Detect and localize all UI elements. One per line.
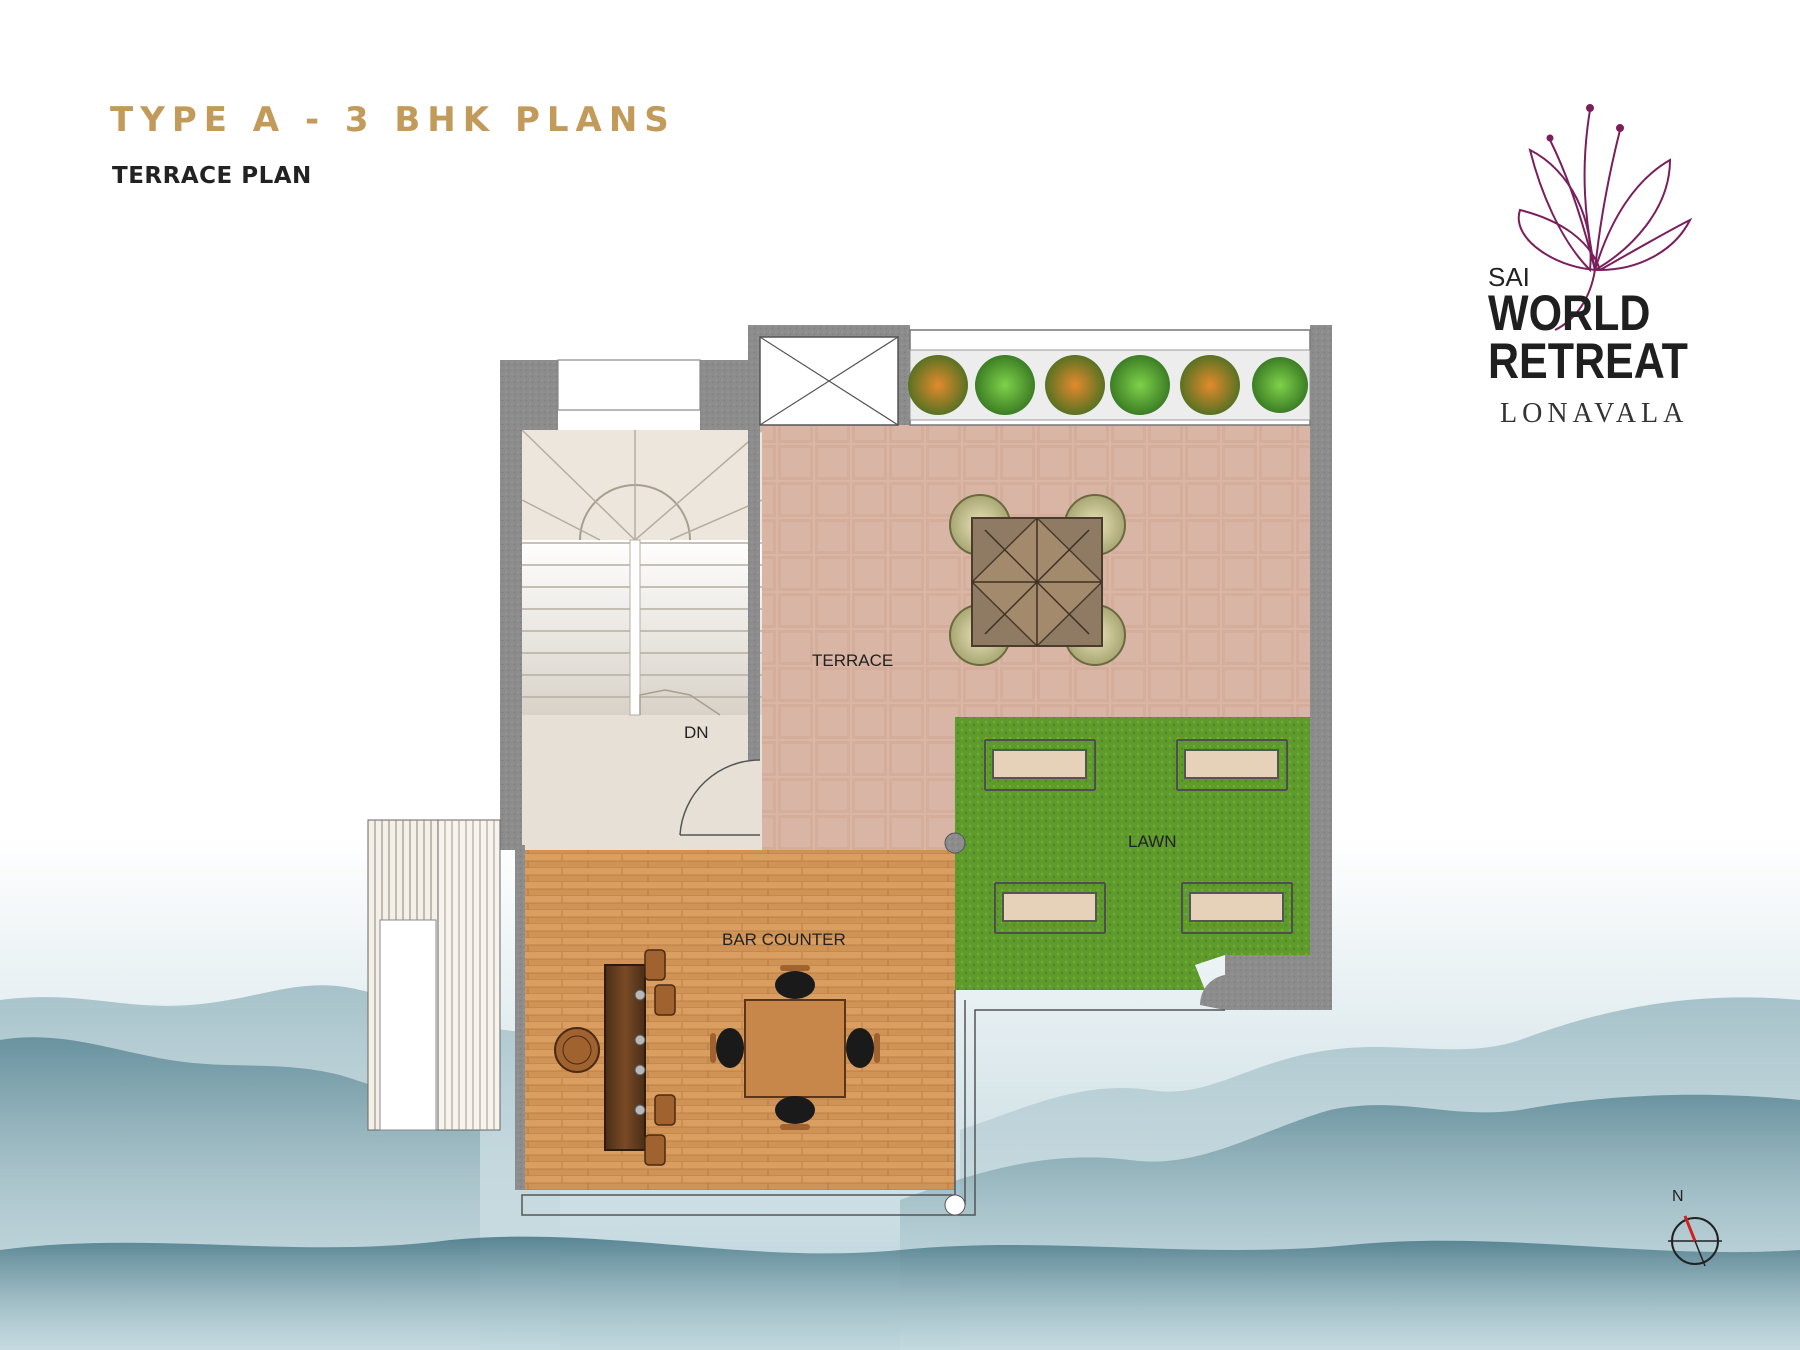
staircase [521,429,763,716]
stair-window [557,359,701,411]
label-stairs-down: DN [684,723,709,742]
column [944,832,966,854]
brand-city: LONAVALA [1500,398,1689,429]
page-subtitle: TERRACE PLAN [112,163,312,189]
planter-plants [908,355,1308,415]
label-terrace: TERRACE [812,651,894,670]
lotus-logo-icon [1517,104,1693,331]
compass-rose [1668,1215,1722,1267]
stair-landing [522,715,762,850]
label-lawn: LAWN [1128,832,1177,851]
terrace-table-set [949,494,1126,666]
page-title: TYPE A - 3 BHK PLANS [110,100,676,140]
lawn-benches [984,739,1293,934]
compass-north-label: N [1672,1188,1684,1205]
duct-shaft [759,336,899,426]
bar-counter-furniture [554,949,880,1166]
bar-floor [522,850,955,1190]
door-swing [679,759,761,836]
side-steps [367,819,501,1131]
brand-retreat: RETREAT [1488,333,1688,389]
brand-sai: SAI [1488,262,1530,292]
brand-world: WORLD [1488,285,1651,341]
label-bar-counter: BAR COUNTER [722,930,846,949]
north-compass-icon: N [1660,1188,1730,1278]
